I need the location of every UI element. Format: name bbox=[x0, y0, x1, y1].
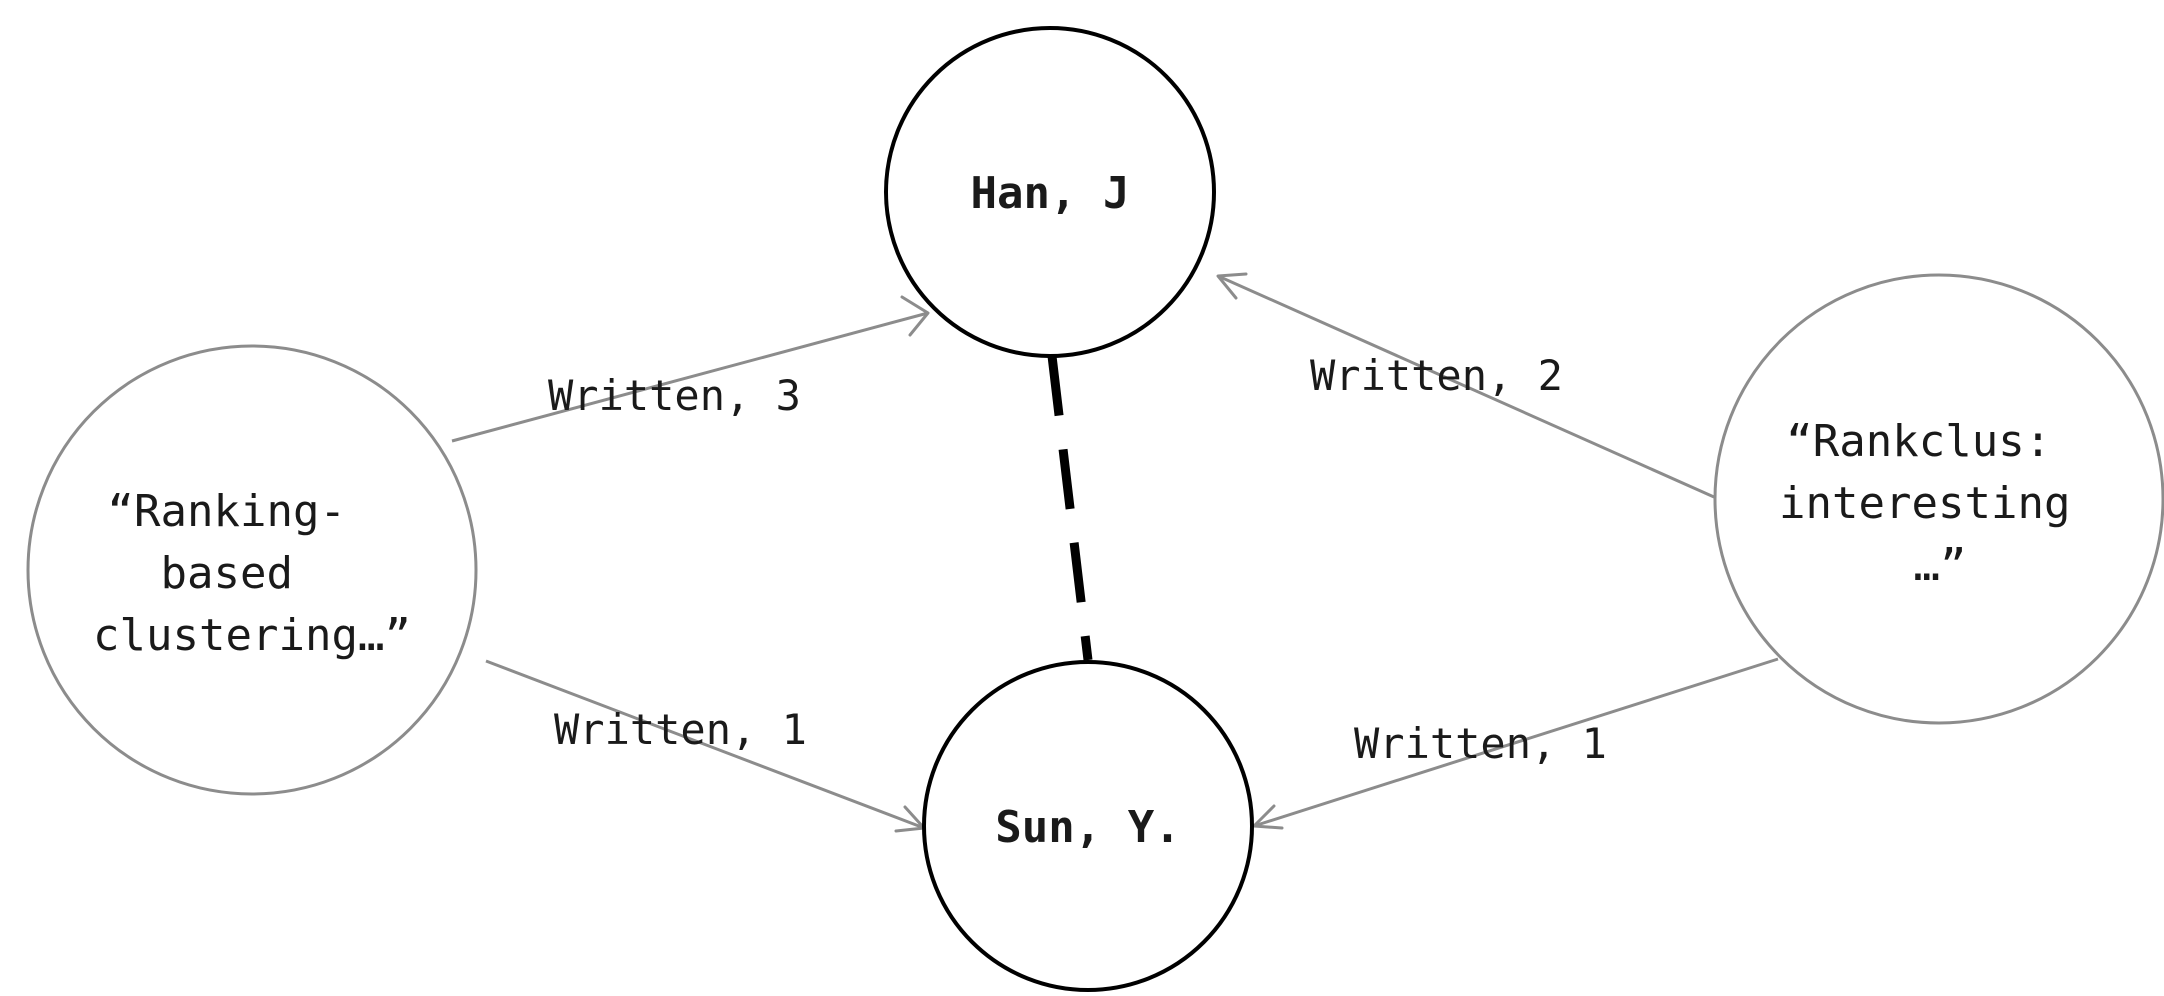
coauthor-link bbox=[1047, 355, 1093, 661]
paper-label-line: “Ranking- bbox=[108, 486, 346, 537]
paper-node-ranking-based[interactable]: “Ranking- based clustering…” bbox=[26, 344, 478, 796]
paper-label-line: …” bbox=[1914, 540, 1967, 591]
edge-line bbox=[451, 311, 929, 443]
paper-label-line: interesting bbox=[1779, 478, 2070, 529]
author-label: Sun, Y. bbox=[995, 802, 1180, 853]
arrowhead-icon bbox=[1216, 272, 1248, 300]
paper-label-line: based bbox=[161, 548, 293, 599]
author-circle bbox=[922, 660, 1254, 992]
edge-line bbox=[1217, 274, 1715, 499]
author-circle bbox=[884, 26, 1216, 358]
author-node-sun[interactable]: Sun, Y. bbox=[922, 660, 1254, 992]
paper-circle bbox=[1713, 273, 2164, 725]
author-label: Han, J bbox=[971, 168, 1130, 219]
edge-label-rankclus-to-han: Written, 2 bbox=[1310, 351, 1563, 400]
paper-label-line: “Rankclus: bbox=[1786, 416, 2051, 467]
paper-label-line: clustering…” bbox=[93, 610, 411, 661]
edge-ranking-to-han bbox=[451, 295, 930, 443]
edge-rankclus-to-han bbox=[1216, 272, 1715, 499]
edge-line bbox=[485, 659, 925, 830]
edge-label-ranking-to-han: Written, 3 bbox=[548, 371, 801, 420]
arrowhead-icon bbox=[900, 295, 930, 337]
edge-line bbox=[1253, 657, 1779, 828]
paper-label: “Rankclus: interesting …” bbox=[1779, 416, 2097, 591]
paper-node-rankclus[interactable]: “Rankclus: interesting …” bbox=[1713, 273, 2164, 725]
paper-circle bbox=[26, 344, 478, 796]
edge-label-ranking-to-sun: Written, 1 bbox=[554, 705, 807, 754]
edge-label-rankclus-to-sun: Written, 1 bbox=[1354, 719, 1607, 768]
paper-label: “Ranking- based clustering…” bbox=[93, 486, 411, 661]
author-node-han[interactable]: Han, J bbox=[884, 26, 1216, 358]
